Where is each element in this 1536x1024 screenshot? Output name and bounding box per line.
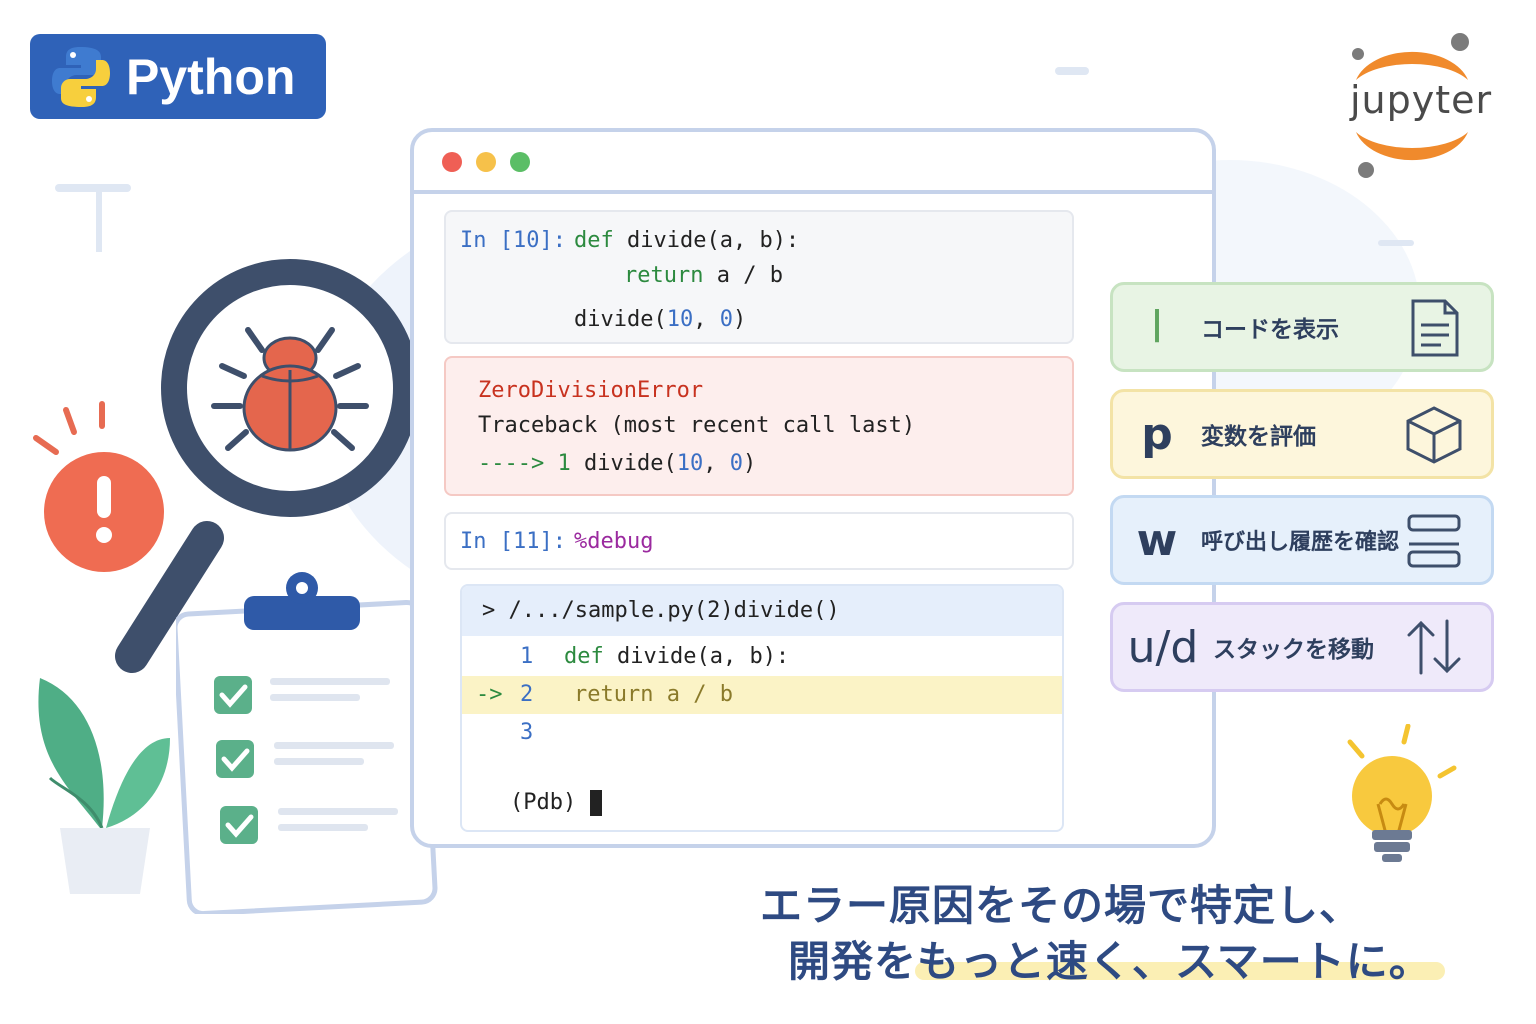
current-line-highlight [462,676,1062,714]
pdb-code-line: return a / b [574,682,733,707]
magnifier-bug-icon [115,259,419,673]
shortcut-card-p[interactable]: p 変数を評価 [1110,389,1494,479]
cube-icon [1406,406,1462,464]
debug-magic: %debug [574,529,654,554]
error-name: ZeroDivisionError [478,378,704,403]
decor-line [1378,240,1414,246]
tagline-underline [915,962,1445,980]
error-output: ZeroDivisionError Traceback (most recent… [444,356,1074,496]
traceback-text: Traceback (most recent call last) [478,413,916,438]
tagline-line-2: 開発をもっと速く、スマートに。 [788,937,1432,986]
shortcut-key: p [1141,408,1173,460]
pdb-location-bar: > /.../sample.py(2)divide() [462,586,1062,636]
shortcut-key: w [1136,514,1178,566]
shortcut-desc: コードを表示 [1201,317,1339,343]
lightbulb-icon [1347,724,1457,862]
pdb-debugger-panel: > /.../sample.py(2)divide() 1 def divide… [460,584,1064,832]
line-number: 3 [520,720,534,745]
decor-line [96,192,102,252]
shortcut-desc: 呼び出し履歴を確認 [1201,530,1400,555]
plant-icon [38,678,170,894]
pdb-location: > /.../sample.py(2)divide() [482,598,840,623]
code-cell-10[interactable]: In [10]: def divide(a, b): return a / b … [444,210,1074,344]
line-number: 2 [520,682,534,707]
jupyter-label: jupyter [1350,78,1493,122]
window-titlebar [414,132,1212,194]
minimize-dot-icon[interactable] [476,152,496,172]
pdb-code-line: def divide(a, b): [564,644,790,669]
python-badge: Python [30,34,326,119]
python-logo-icon [52,46,110,107]
python-badge-label: Python [126,48,296,105]
code-line-3: divide(10, 0) [574,307,747,332]
maximize-dot-icon[interactable] [510,152,530,172]
shortcut-card-w[interactable]: w 呼び出し履歴を確認 [1110,495,1494,585]
pdb-prompt[interactable]: (Pdb) [510,790,577,815]
code-cell-11[interactable]: In [11]: %debug [444,512,1074,570]
alert-icon [33,401,164,572]
tagline-line-1: エラー原因をその場で特定し、 [760,881,1363,930]
cell-prompt: In [10]: [460,228,566,253]
checklist-clipboard-icon [176,572,438,914]
document-icon [1411,299,1459,357]
current-line-marker: -> [476,682,503,707]
jupyter-logo-icon [1352,33,1469,178]
close-dot-icon[interactable] [442,152,462,172]
text-cursor [590,790,602,816]
shortcut-key: u/d [1127,621,1199,673]
decor-line [1055,67,1089,75]
code-line-1: def divide(a, b): [574,228,800,253]
shortcut-card-l[interactable]: l コードを表示 [1110,282,1494,372]
up-down-arrows-icon [1407,619,1461,675]
notebook-window: In [10]: def divide(a, b): return a / b … [410,128,1216,848]
decor-line [55,184,131,192]
code-line-2: return a / b [624,263,783,288]
shortcut-key: l [1150,301,1164,353]
cell-prompt: In [11]: [460,529,566,554]
traceback-line: ----> 1 divide(10, 0) [478,451,757,476]
shortcut-desc: スタックを移動 [1213,637,1374,663]
line-number: 1 [520,644,534,669]
shortcut-desc: 変数を評価 [1201,424,1316,450]
stack-icon [1407,514,1461,568]
shortcut-card-ud[interactable]: u/d スタックを移動 [1110,602,1494,692]
